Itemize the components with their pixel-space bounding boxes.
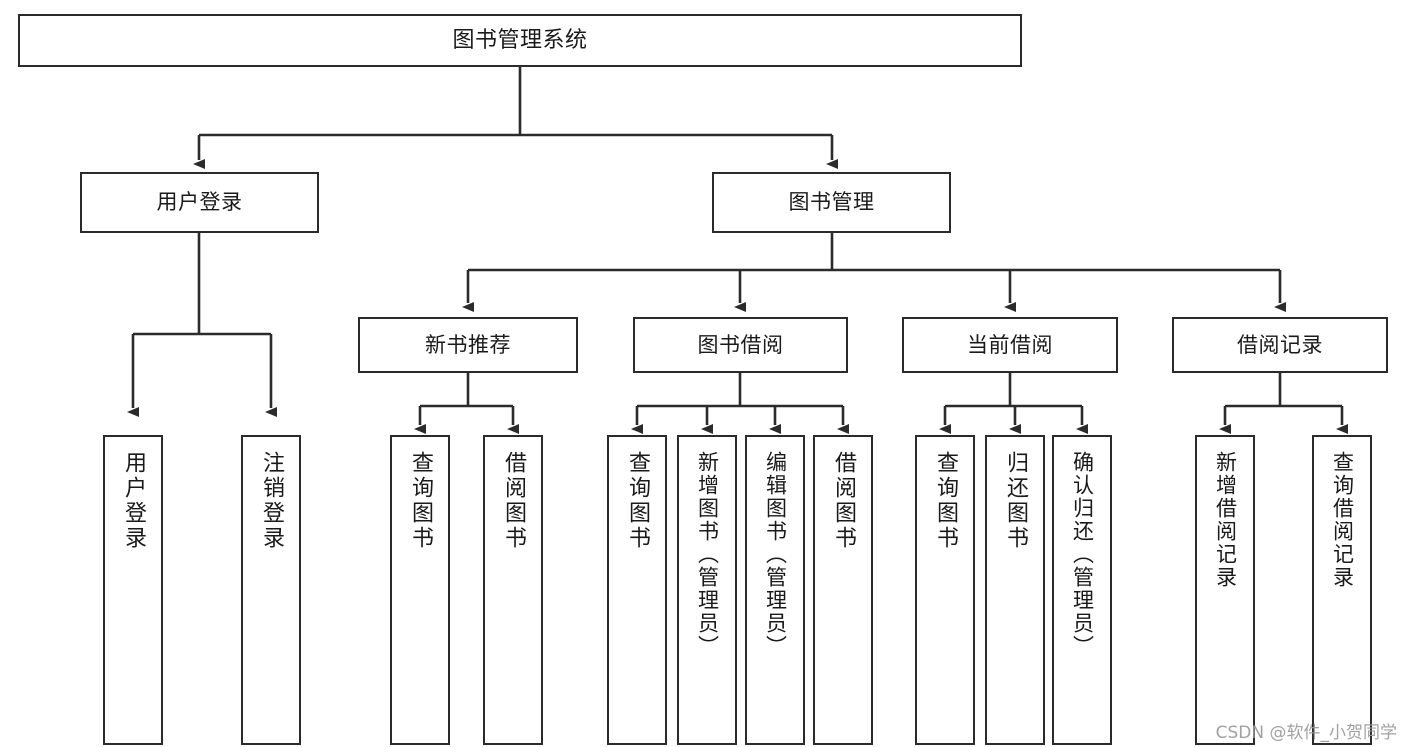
leaf-query-book-new[interactable]: 查询图书 — [390, 435, 450, 745]
node-label: 查询图书 — [408, 451, 433, 551]
node-label: 当前借阅 — [967, 332, 1053, 357]
leaf-confirm-return-admin[interactable]: 确认归还（管理员） — [1052, 435, 1112, 745]
leaf-query-book-borrow[interactable]: 查询图书 — [607, 435, 667, 745]
leaf-add-borrow-record[interactable]: 新增借阅记录 — [1195, 435, 1255, 745]
node-user-login[interactable]: 用户登录 — [80, 172, 319, 233]
leaf-edit-book-admin[interactable]: 编辑图书（管理员） — [745, 435, 805, 745]
node-label: 归还图书 — [1003, 451, 1028, 551]
leaf-user-login[interactable]: 用户登录 — [103, 435, 163, 745]
leaf-query-book-current[interactable]: 查询图书 — [915, 435, 975, 745]
node-book-borrow[interactable]: 图书借阅 — [633, 317, 848, 373]
node-label: 用户登录 — [156, 190, 243, 215]
node-label: 新书推荐 — [425, 332, 511, 357]
node-label: 查询图书 — [933, 451, 958, 551]
node-book-management[interactable]: 图书管理 — [712, 172, 951, 233]
node-label: 图书管理 — [788, 190, 875, 215]
node-label: 借阅图书 — [831, 451, 856, 551]
node-label: 新增图书（管理员） — [695, 451, 720, 658]
leaf-return-book[interactable]: 归还图书 — [985, 435, 1045, 745]
node-label: 查询借阅记录 — [1330, 451, 1355, 589]
leaf-query-borrow-record[interactable]: 查询借阅记录 — [1312, 435, 1372, 745]
node-label: 用户登录 — [121, 451, 146, 551]
leaf-add-book-admin[interactable]: 新增图书（管理员） — [677, 435, 737, 745]
leaf-borrow-book-new[interactable]: 借阅图书 — [483, 435, 543, 745]
node-root-book-management-system[interactable]: 图书管理系统 — [18, 14, 1022, 67]
node-label: 编辑图书（管理员） — [763, 451, 788, 658]
node-new-book-recommendation[interactable]: 新书推荐 — [358, 317, 578, 373]
csdn-watermark: CSDN @软件_小贺同学 — [1215, 723, 1397, 743]
node-label: 新增借阅记录 — [1213, 451, 1238, 589]
node-label: 注销登录 — [259, 451, 284, 551]
node-current-borrow[interactable]: 当前借阅 — [902, 317, 1118, 373]
node-label: 借阅记录 — [1237, 332, 1323, 357]
node-label: 查询图书 — [625, 451, 650, 551]
leaf-borrow-book[interactable]: 借阅图书 — [813, 435, 873, 745]
node-borrow-record[interactable]: 借阅记录 — [1172, 317, 1388, 373]
node-label: 图书借阅 — [697, 332, 784, 357]
node-label: 借阅图书 — [501, 451, 526, 551]
node-label: 图书管理系统 — [452, 27, 588, 53]
node-label: 确认归还（管理员） — [1070, 451, 1095, 658]
leaf-logout[interactable]: 注销登录 — [241, 435, 301, 745]
